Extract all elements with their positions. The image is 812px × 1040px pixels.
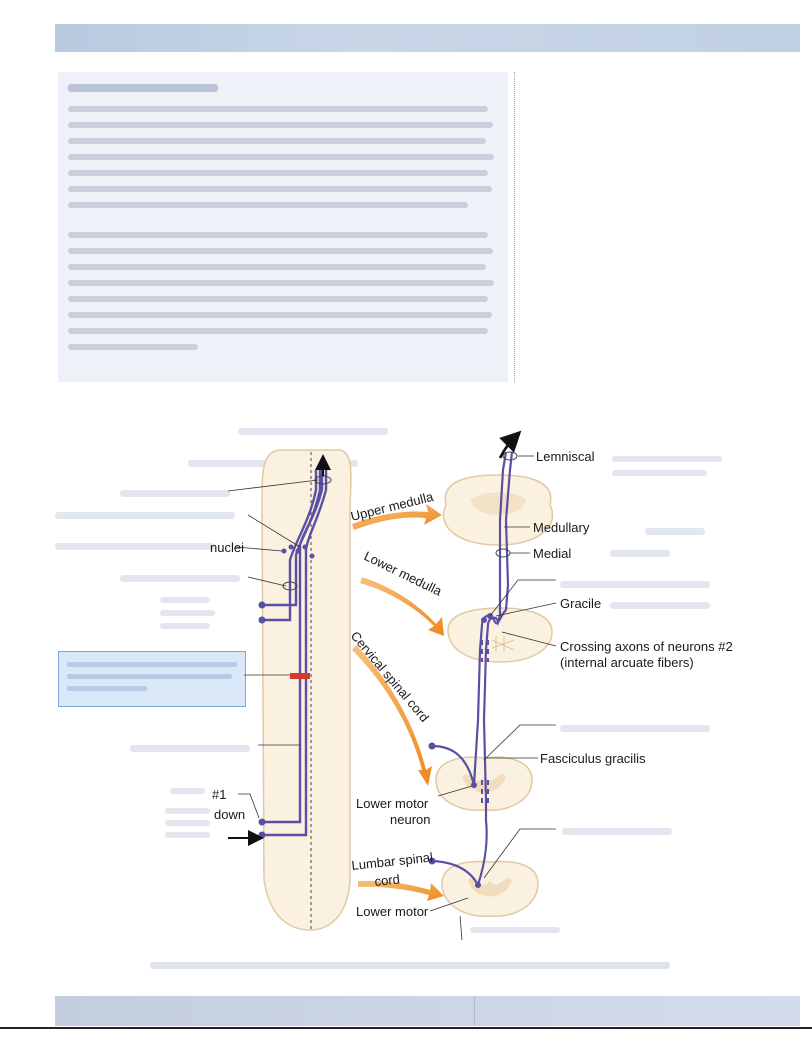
curved-up-arrow	[498, 430, 522, 459]
label-down: down	[214, 807, 245, 822]
nucleus-dots	[281, 544, 315, 559]
label-lower-motor: Lower motor	[356, 904, 429, 919]
label-gracile: Gracile	[560, 596, 601, 611]
leader-lines-left	[227, 479, 319, 819]
label-cervical-spinal-cord: Cervical spinal cord	[348, 628, 432, 725]
label-lumbar-cord: cord	[374, 871, 401, 889]
footer-bar	[55, 996, 800, 1026]
footer-separator	[474, 996, 475, 1026]
lower-medulla-section	[447, 607, 553, 663]
label-medullary: Medullary	[533, 520, 590, 535]
leader-lines-right	[429, 455, 557, 941]
column-divider	[514, 72, 515, 382]
label-lower-motor-neuron-1: Lower motor	[356, 796, 429, 811]
label-nuclei: nuclei	[210, 540, 244, 555]
pathway-dashed	[481, 640, 489, 806]
lesion-mark	[290, 673, 310, 679]
lesion-callout-box	[58, 651, 246, 707]
cell-bodies-right	[428, 613, 493, 888]
upper-medulla-section	[442, 474, 554, 546]
label-internal-arcuate: (internal arcuate fibers)	[560, 655, 694, 670]
header-bar	[55, 24, 800, 52]
label-fasciculus-gracilis: Fasciculus gracilis	[540, 751, 646, 766]
label-lemniscal: Lemniscal	[536, 449, 595, 464]
cervical-section	[435, 756, 533, 811]
footer-rule	[0, 1027, 812, 1029]
faint-left-labels	[55, 428, 722, 933]
label-lower-motor-neuron-2: neuron	[390, 812, 430, 827]
bundle-ellipse-mid	[282, 581, 298, 591]
label-lumbar-spinal: Lumbar spinal	[351, 850, 434, 873]
faint-caption	[150, 962, 670, 969]
faded-text-box	[58, 72, 508, 382]
label-lower-medulla: Lower medulla	[362, 548, 445, 599]
label-medial: Medial	[533, 546, 571, 561]
ascending-tracts-left	[262, 470, 328, 837]
label-crossing-axons: Crossing axons of neurons #2	[560, 639, 733, 654]
orange-arrows	[352, 504, 444, 901]
label-neuron-1: #1	[212, 787, 226, 802]
pathway-right	[431, 451, 514, 886]
